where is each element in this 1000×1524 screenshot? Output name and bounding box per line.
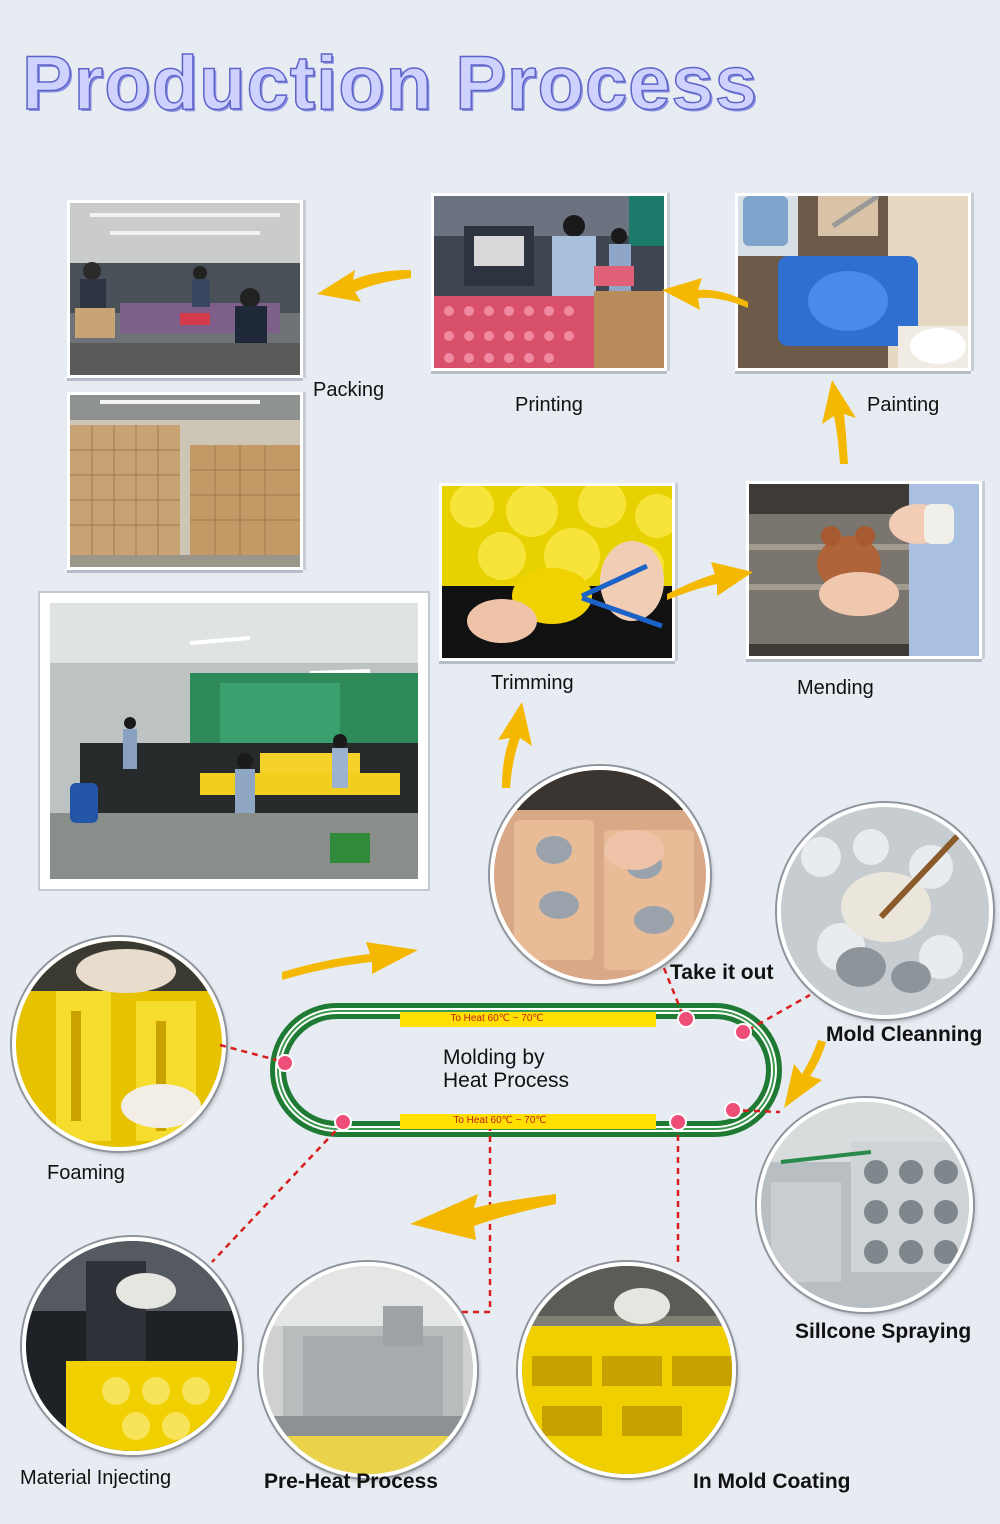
- label-mending: Mending: [797, 677, 874, 699]
- preheat-photo: [259, 1262, 477, 1478]
- heat-bar-bottom: [400, 1114, 656, 1129]
- label-trimming: Trimming: [491, 672, 574, 694]
- label-take-it-out: Take it out: [670, 961, 774, 984]
- material-injecting-photo: [22, 1237, 242, 1455]
- heat-label-top: To Heat 60℃ ~ 70℃: [450, 1013, 544, 1024]
- arrow-trimming-to-mending: [667, 562, 753, 600]
- in-mold-coating-photo: [518, 1262, 736, 1478]
- heat-bar-top: [400, 1012, 656, 1027]
- printing-photo: [431, 193, 667, 371]
- arrow-mending-to-painting: [822, 380, 856, 464]
- label-painting: Painting: [867, 394, 940, 416]
- label-foaming: Foaming: [47, 1162, 125, 1184]
- heat-label-bottom: To Heat 60℃ ~ 70℃: [453, 1115, 547, 1126]
- label-preheat: Pre-Heat Process: [264, 1470, 438, 1493]
- label-printing: Printing: [515, 394, 583, 416]
- silicone-spraying-photo: [757, 1098, 973, 1312]
- arrow-foaming-to-take-out: [282, 942, 418, 980]
- label-mold-cleaning: Mold Cleanning: [826, 1023, 983, 1046]
- trimming-photo: [439, 483, 675, 661]
- arrow-take-out-to-trimming: [498, 702, 532, 788]
- arrow-printing-to-packing: [317, 270, 411, 302]
- mending-photo: [746, 481, 982, 659]
- arrow-preheat-flow: [410, 1194, 556, 1240]
- painting-photo: [735, 193, 971, 371]
- molding-line-photo: [40, 593, 428, 889]
- arrow-cleaning-to-spraying: [784, 1040, 826, 1108]
- label-in-mold-coating: In Mold Coating: [693, 1470, 851, 1493]
- page-title: Production Process: [21, 40, 758, 127]
- mold-cleaning-photo: [777, 803, 993, 1019]
- molding-by-heat-label: Molding by Heat Process: [443, 1046, 570, 1092]
- label-silicone-spraying: Sillcone Spraying: [795, 1320, 972, 1343]
- foaming-photo: [12, 937, 226, 1151]
- packing-photo-workers: [67, 200, 303, 378]
- label-material-injecting: Material Injecting: [20, 1467, 172, 1489]
- packing-photo-boxes: [67, 392, 303, 570]
- label-packing: Packing: [313, 379, 385, 401]
- arrow-painting-to-printing: [662, 278, 748, 310]
